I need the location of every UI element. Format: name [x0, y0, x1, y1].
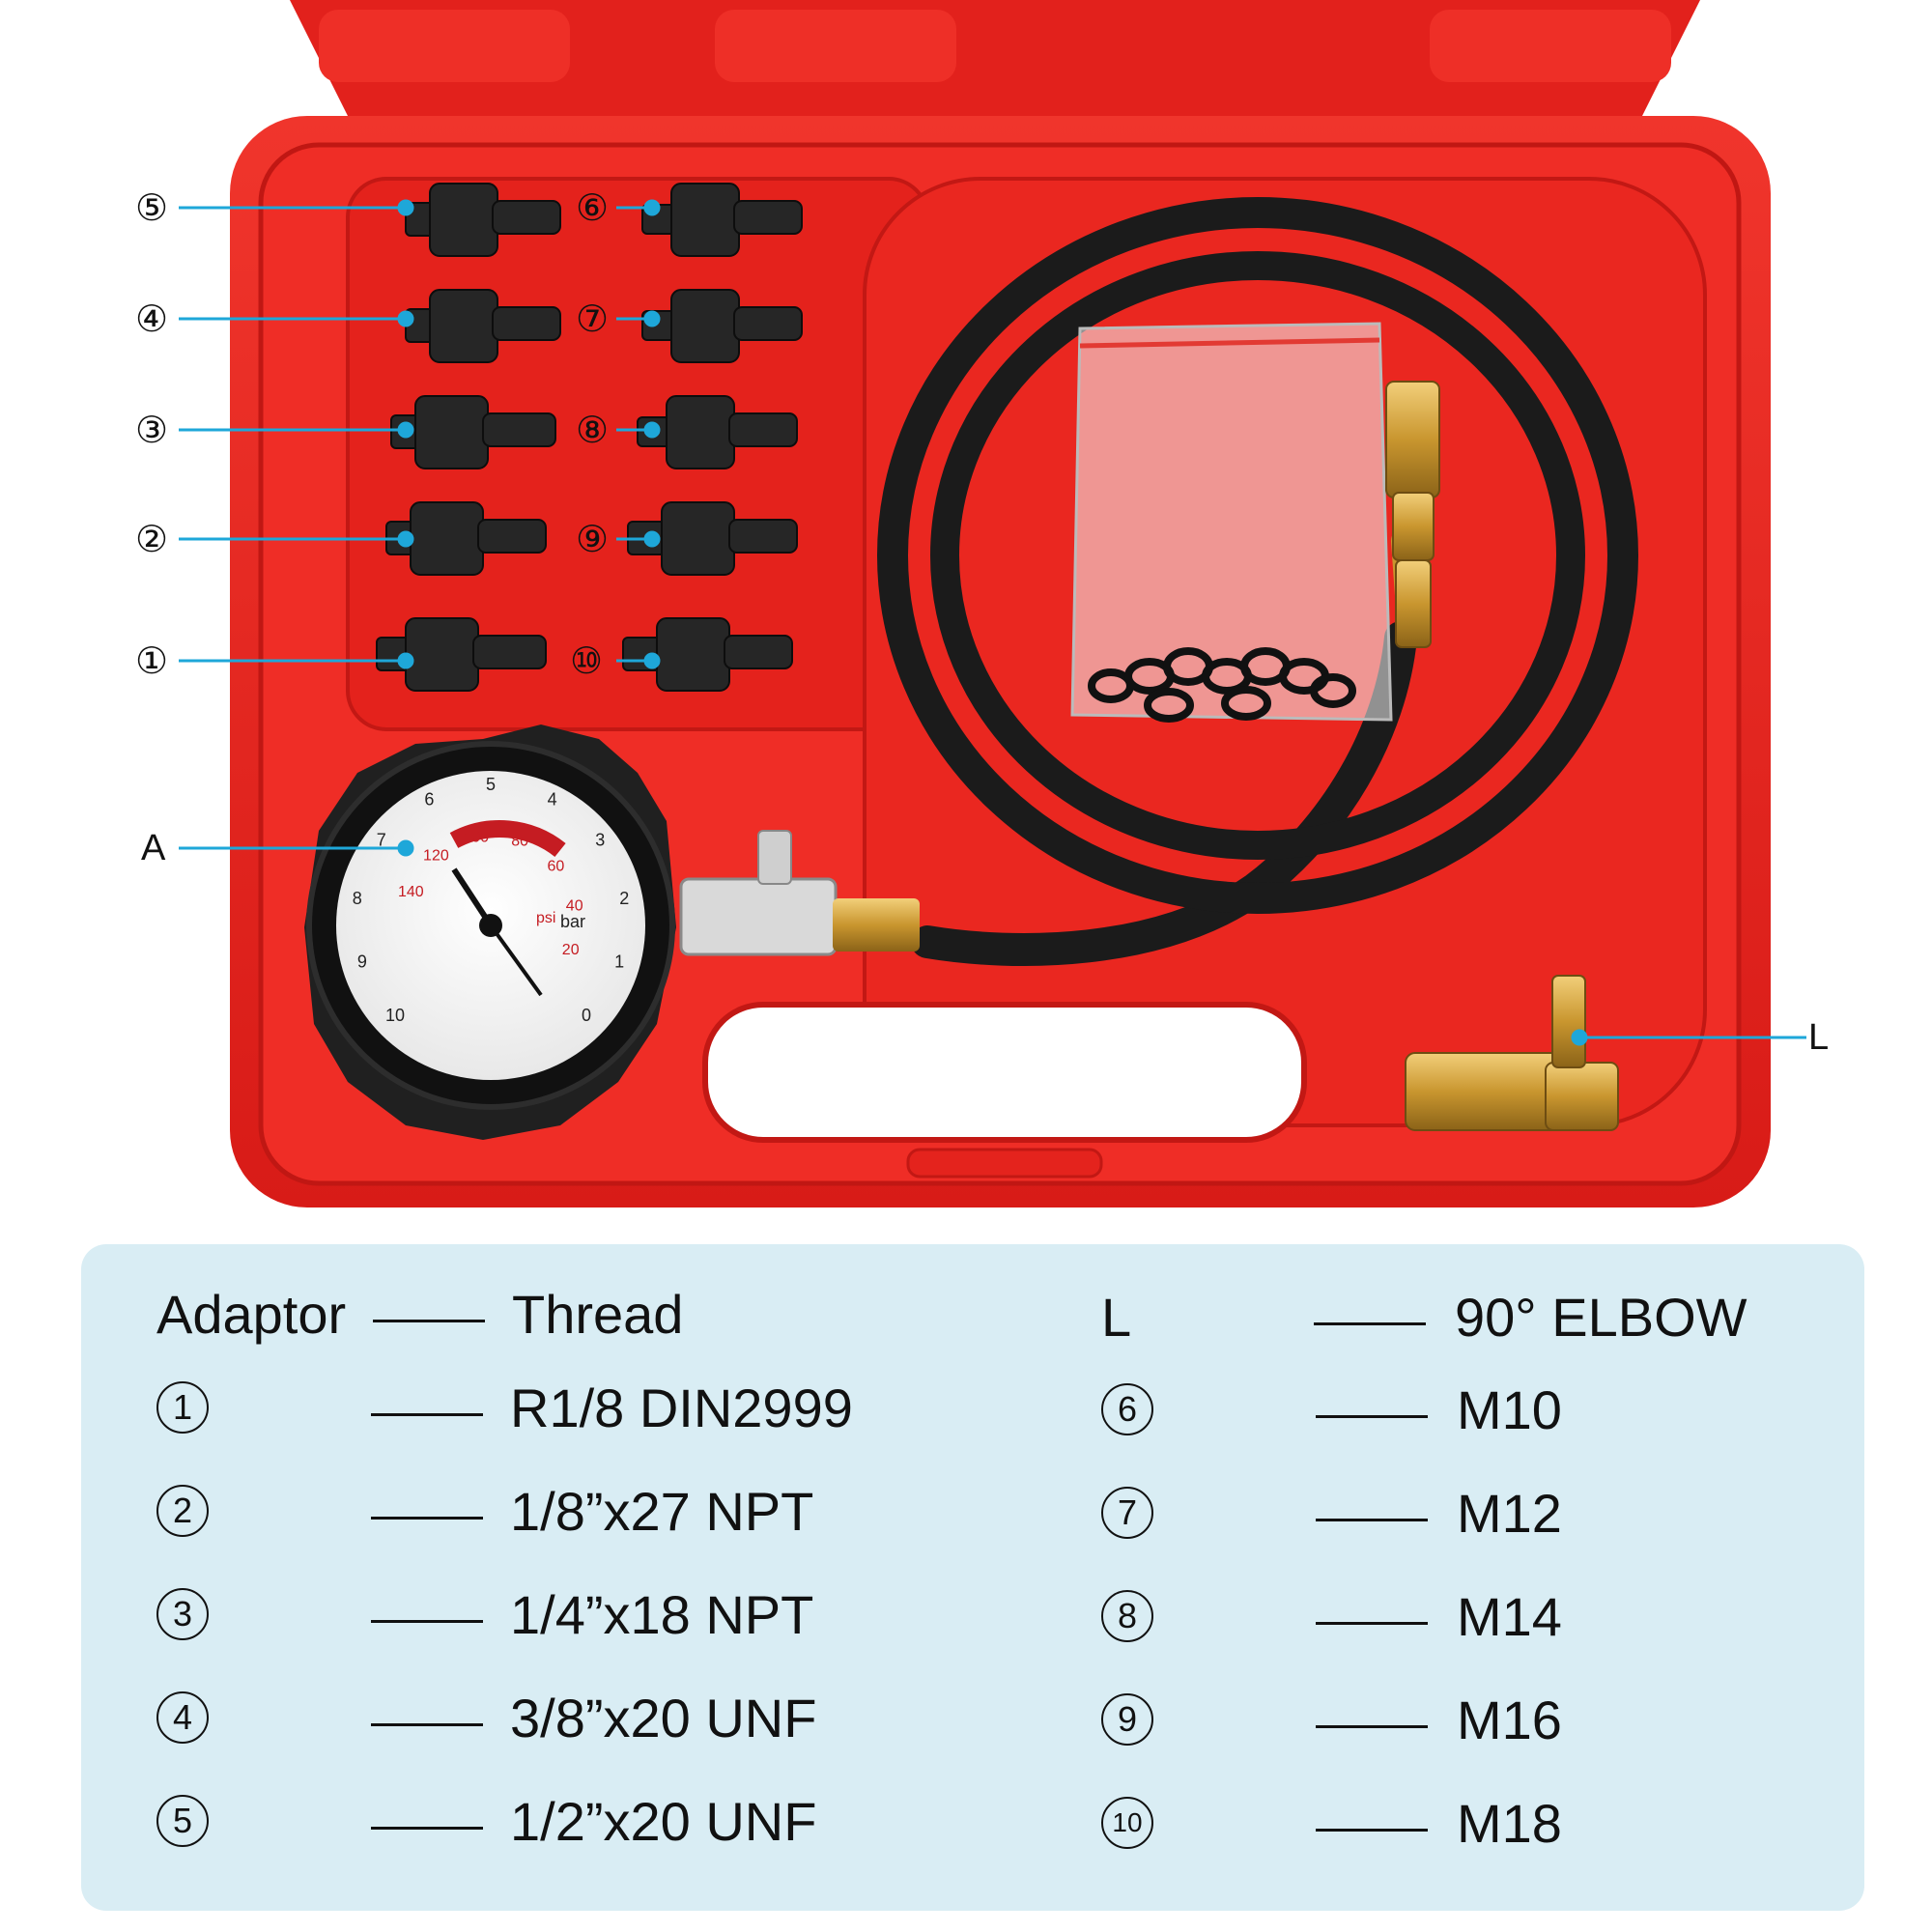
- legend-thread-left: 1/4”x18 NPT: [510, 1584, 814, 1645]
- legend-thread-right: M14: [1457, 1586, 1562, 1647]
- legend-thread-left: 3/8”x20 UNF: [510, 1688, 817, 1748]
- callout-adapter-6: ⑥: [576, 186, 610, 229]
- gauge-psi-tick: 20: [562, 942, 580, 958]
- gauge-bar-tick: 4: [548, 789, 557, 809]
- legend-mark-left: 5: [156, 1795, 209, 1847]
- legend-mark-right: 7: [1101, 1487, 1153, 1539]
- gauge-psi-unit: psi: [536, 910, 555, 926]
- callout-adapter-2: ②: [135, 518, 169, 560]
- legend-dash: [1316, 1415, 1428, 1418]
- legend-mark-right: 10: [1101, 1797, 1153, 1849]
- legend-dash: [1314, 1322, 1426, 1325]
- gauge-bar-tick: 0: [582, 1006, 591, 1025]
- elbow-connector: [1405, 975, 1619, 1131]
- gauge-bar-tick: 6: [424, 789, 434, 809]
- legend-dash: [1316, 1725, 1428, 1728]
- callout-adapter-9: ⑨: [576, 518, 610, 560]
- legend-header-thread: Thread: [512, 1284, 684, 1345]
- gauge-bar-tick: 2: [619, 889, 629, 908]
- legend-dash: [371, 1517, 483, 1520]
- gauge-psi-tick: 40: [566, 898, 583, 915]
- gauge-psi-tick: 140: [398, 884, 424, 900]
- gauge-bar-unit: bar: [560, 912, 585, 931]
- legend-header-l: L: [1101, 1287, 1132, 1348]
- legend-mark-right: 9: [1101, 1693, 1153, 1746]
- legend-mark-left: 2: [156, 1485, 209, 1537]
- thread-legend: Adaptor Thread L 90° ELBOW 1 R1/8 DIN299…: [81, 1244, 1864, 1911]
- gauge-psi-ticks: 20 40 60 80 100 120 140: [398, 829, 583, 958]
- callout-adapter-1: ①: [135, 639, 169, 682]
- gauge-psi-tick: 60: [548, 858, 565, 874]
- gauge-psi-tick: 120: [423, 848, 449, 865]
- gauge-bar-tick: 7: [377, 831, 386, 850]
- gauge-psi-tick: 100: [463, 829, 489, 845]
- gauge-bar-tick: 8: [353, 889, 362, 908]
- legend-mark-right: 6: [1101, 1383, 1153, 1435]
- callout-adapter-4: ④: [135, 298, 169, 340]
- callout-adapter-7: ⑦: [576, 298, 610, 340]
- legend-dash: [371, 1723, 483, 1726]
- quick-coupler: [1385, 381, 1440, 648]
- hose: [877, 197, 1638, 966]
- legend-thread-right: M10: [1457, 1379, 1562, 1440]
- o-ring-bag: [1070, 322, 1393, 723]
- callout-lines: [179, 199, 1806, 1046]
- adapters: [376, 183, 803, 692]
- gauge-bar-tick: 3: [595, 831, 605, 850]
- tool-kit-photo: bar psi 0 1 2 3 4 5 6 7 8 9 10 20 40 60 80 100 120 140: [179, 0, 1806, 1208]
- gauge-bar-tick: 10: [385, 1006, 405, 1025]
- gauge-psi-tick: 80: [511, 833, 528, 849]
- legend-dash: [1316, 1519, 1428, 1521]
- legend-dash: [1316, 1622, 1428, 1625]
- legend-dash: [371, 1620, 483, 1623]
- case-lid: [290, 0, 1700, 116]
- legend-thread-left: 1/8”x27 NPT: [510, 1481, 814, 1542]
- legend-thread-right: M18: [1457, 1793, 1562, 1854]
- legend-header-adaptor: Adaptor: [156, 1284, 347, 1345]
- gauge-bar-tick: 5: [486, 775, 496, 794]
- legend-thread-right: M12: [1457, 1483, 1562, 1544]
- legend-mark-right: 8: [1101, 1590, 1153, 1642]
- callout-gauge: A: [141, 828, 166, 868]
- legend-dash: [371, 1413, 483, 1416]
- callout-elbow: L: [1808, 1017, 1830, 1058]
- legend-thread-right: M16: [1457, 1690, 1562, 1750]
- legend-thread-left: 1/2”x20 UNF: [510, 1791, 817, 1852]
- callout-adapter-8: ⑧: [576, 409, 610, 451]
- callout-adapter-10: ⑩: [570, 639, 604, 682]
- legend-thread-left: R1/8 DIN2999: [510, 1378, 853, 1438]
- callout-adapter-3: ③: [135, 409, 169, 451]
- gauge-bar-tick: 1: [614, 952, 624, 971]
- gauge-bar-tick: 9: [357, 952, 367, 971]
- legend-mark-left: 1: [156, 1381, 209, 1434]
- legend-dash: [1316, 1829, 1428, 1832]
- legend-dash: [371, 1827, 483, 1830]
- legend-mark-left: 4: [156, 1691, 209, 1744]
- gauge-bar-ticks: 0 1 2 3 4 5 6 7 8 9 10: [353, 775, 630, 1025]
- callout-adapter-5: ⑤: [135, 186, 169, 229]
- legend-header-elbow: 90° ELBOW: [1455, 1287, 1747, 1348]
- legend-dash: [373, 1320, 485, 1322]
- legend-mark-left: 3: [156, 1588, 209, 1640]
